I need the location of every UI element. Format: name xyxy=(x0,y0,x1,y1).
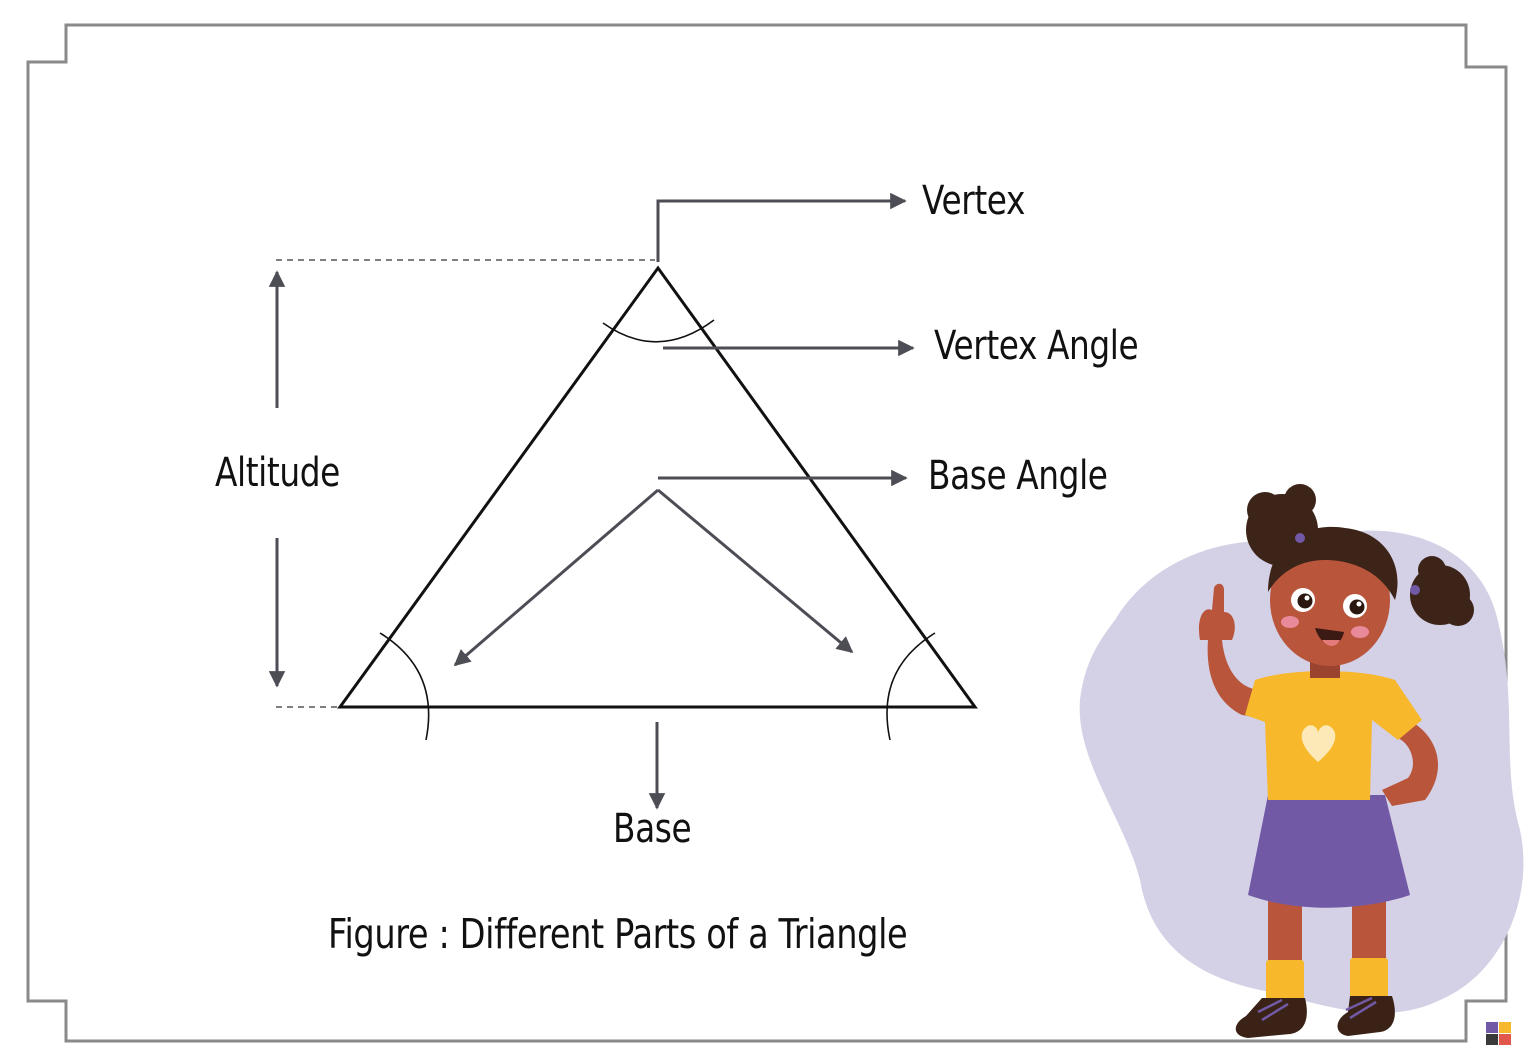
right-sock xyxy=(1350,958,1388,1006)
label-base: Base xyxy=(613,806,692,852)
left-leg xyxy=(1268,895,1302,965)
arm-raised xyxy=(1207,640,1262,718)
right-leg xyxy=(1352,895,1386,965)
base-angle-arrow-left xyxy=(453,488,659,667)
girl-illustration xyxy=(1079,484,1524,1038)
triangle xyxy=(337,265,978,709)
vertex-angle-arc xyxy=(602,319,715,343)
label-altitude: Altitude xyxy=(215,450,340,496)
hair-top xyxy=(1268,526,1398,600)
base-right-angle-arc xyxy=(886,632,936,741)
left-sock xyxy=(1266,960,1304,1008)
page-frame xyxy=(26,23,1508,1043)
label-vertex: Vertex xyxy=(922,178,1025,224)
figure-caption: Figure : Different Parts of a Triangle xyxy=(328,910,908,958)
arm-hip xyxy=(1382,718,1439,806)
label-vertex-angle: Vertex Angle xyxy=(934,323,1139,369)
skirt xyxy=(1248,795,1410,908)
base-angle-arrow-right xyxy=(657,488,854,654)
base-left-angle-arc xyxy=(379,632,430,741)
raised-hand xyxy=(1198,583,1235,640)
vertex-arrow xyxy=(656,192,907,262)
shirt-heart xyxy=(1301,725,1336,762)
watermark-logo xyxy=(1486,1022,1511,1045)
left-shoe xyxy=(1235,998,1307,1038)
label-base-angle: Base Angle xyxy=(928,453,1108,499)
